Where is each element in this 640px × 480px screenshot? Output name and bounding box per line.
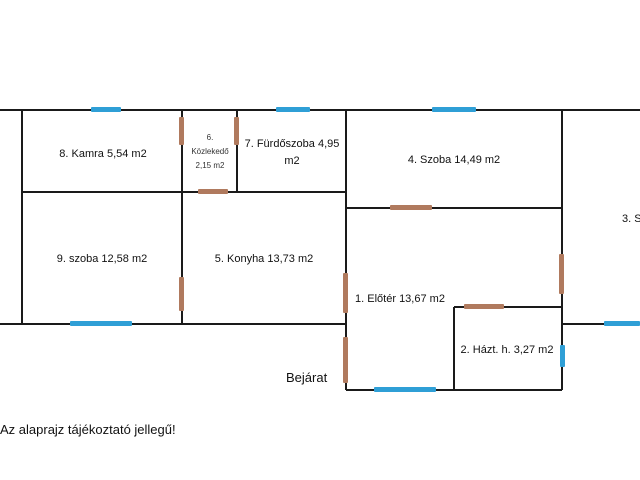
door bbox=[234, 117, 239, 145]
room-6-label-line2: Közlekedő bbox=[191, 147, 229, 156]
room-8-label: 8. Kamra 5,54 m2 bbox=[59, 148, 146, 160]
room-2-label: 2. Házt. h. 3,27 m2 bbox=[461, 344, 554, 356]
windows bbox=[70, 107, 640, 392]
disclaimer-note: Az alaprajz tájékoztató jellegű! bbox=[0, 422, 176, 437]
door bbox=[464, 304, 504, 309]
room-5-label: 5. Konyha 13,73 m2 bbox=[215, 253, 313, 265]
room-6-label-line3: 2,15 m2 bbox=[196, 161, 225, 170]
door bbox=[343, 337, 348, 383]
window bbox=[91, 107, 121, 112]
room-4-label: 4. Szoba 14,49 m2 bbox=[408, 154, 500, 166]
window bbox=[604, 321, 640, 326]
room-7-label-line2: m2 bbox=[284, 155, 299, 167]
room-9-label: 9. szoba 12,58 m2 bbox=[57, 253, 148, 265]
room-7-label-line1: 7. Fürdőszoba 4,95 bbox=[245, 138, 340, 150]
window bbox=[374, 387, 436, 392]
door bbox=[179, 117, 184, 145]
door bbox=[390, 205, 432, 210]
door bbox=[559, 254, 564, 294]
window bbox=[560, 345, 565, 367]
window bbox=[432, 107, 476, 112]
window bbox=[70, 321, 132, 326]
entrance-label: Bejárat bbox=[286, 370, 328, 385]
door bbox=[343, 273, 348, 313]
room-6-label-line1: 6. bbox=[207, 133, 214, 142]
doors bbox=[179, 117, 564, 383]
room-1-label: 1. Előtér 13,67 m2 bbox=[355, 293, 445, 305]
door bbox=[198, 189, 228, 194]
room-3-label: 3. S bbox=[622, 213, 640, 225]
window bbox=[276, 107, 310, 112]
door bbox=[179, 277, 184, 311]
